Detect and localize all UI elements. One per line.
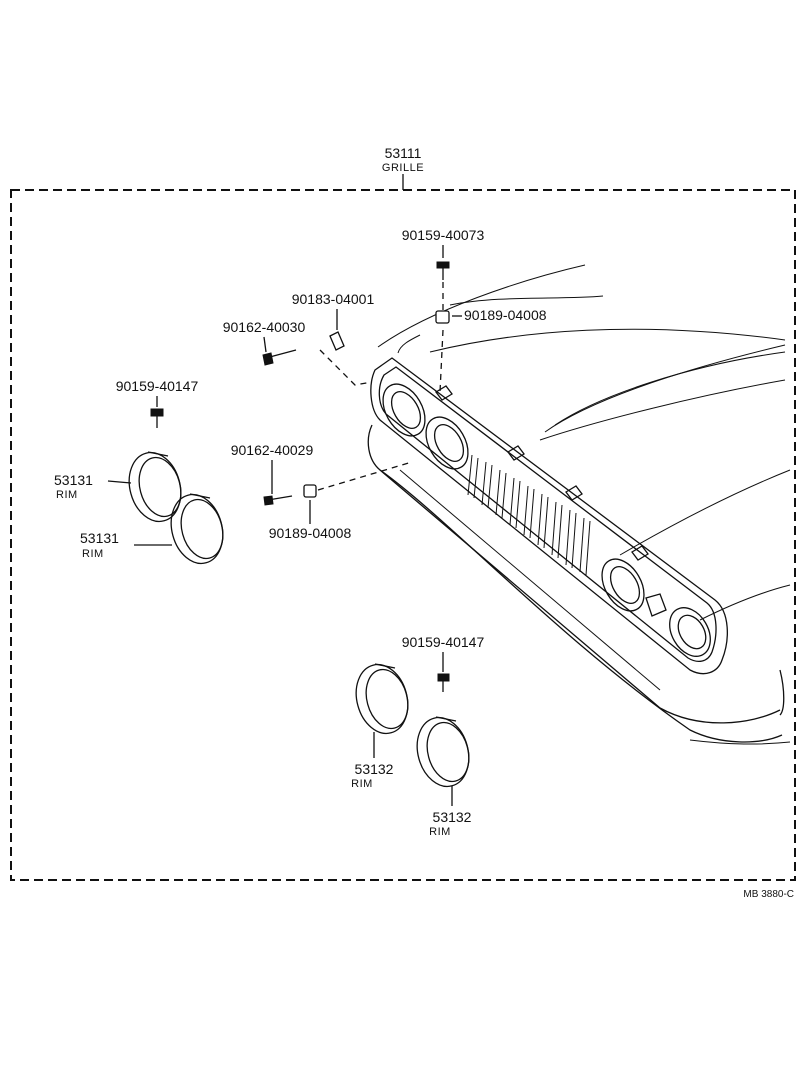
callout-screw-bottom: 90159-40147 — [402, 634, 485, 650]
grille-body — [370, 357, 728, 675]
rim-lower-1-name: RIM — [351, 778, 373, 790]
screw-90162-40030 — [262, 349, 297, 366]
rim-53131-b — [170, 493, 224, 565]
callout-screw-left: 90159-40147 — [116, 378, 199, 394]
callout-screw-top: 90159-40073 — [402, 227, 485, 243]
rim-upper-1-name: RIM — [56, 489, 78, 501]
rim-upper-2-name: RIM — [82, 548, 104, 560]
callout-screw-mid: 90162-40029 — [231, 442, 314, 458]
callout-clip: 90183-04001 — [292, 291, 375, 307]
rim-53131-a — [128, 451, 182, 523]
nut-90189-04008-mid — [303, 484, 317, 498]
callout-nut-mid: 90189-04008 — [269, 525, 352, 541]
install-leaders — [317, 282, 444, 491]
rim-lower-2-name: RIM — [429, 826, 451, 838]
screw-90159-40073 — [436, 261, 450, 280]
assembly-frame — [10, 174, 796, 881]
callout-screw-long: 90162-40030 — [223, 319, 306, 335]
callout-nut-top: 90189-04008 — [464, 307, 547, 323]
screw-90159-40147-left — [150, 408, 164, 428]
screw-90162-40029 — [263, 495, 293, 506]
rim-lower-2-part-number: 53132 — [433, 809, 472, 825]
grille-slats — [467, 454, 591, 576]
rim-53132-a — [355, 663, 409, 735]
figure-code: MB 3880-C — [743, 889, 794, 900]
vehicle-body-outline — [377, 264, 791, 745]
rim-upper-1-part-number: 53131 — [54, 472, 93, 488]
rim-lower-1-part-number: 53132 — [355, 761, 394, 777]
clip-90183-04001 — [329, 331, 345, 351]
bumper — [367, 424, 785, 743]
nut-90189-04008-top — [435, 310, 450, 324]
rim-upper-2-part-number: 53131 — [80, 530, 119, 546]
assembly-name: GRILLE — [382, 162, 424, 174]
assembly-part-number: 53111 — [385, 145, 422, 161]
rim-53132-b — [416, 716, 470, 788]
screw-90159-40147-bottom — [437, 673, 450, 692]
